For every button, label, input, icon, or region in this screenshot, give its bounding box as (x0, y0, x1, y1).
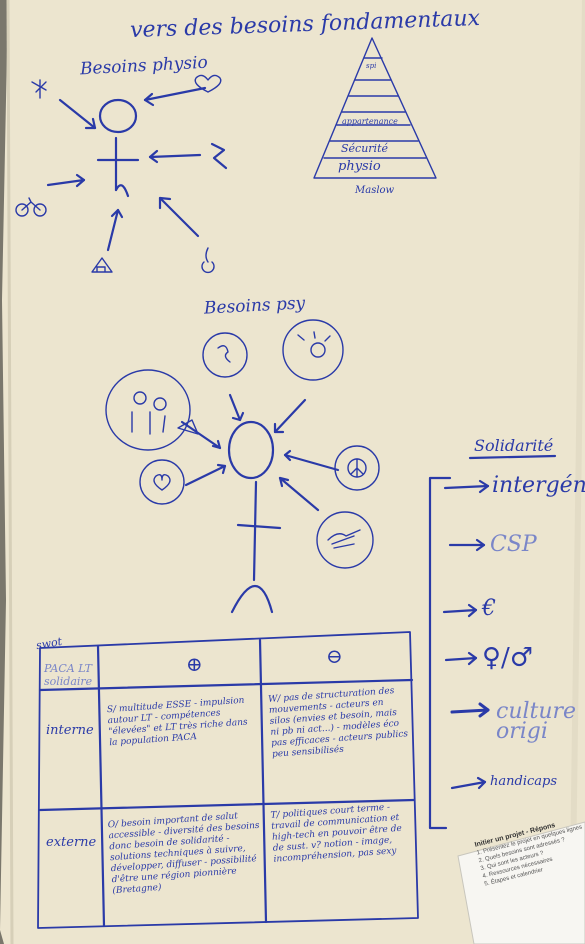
maslow-pyramid (313, 37, 437, 179)
heart-icon (194, 74, 222, 93)
solidarite-item: € (482, 596, 496, 621)
solidarite-item: intergén (492, 473, 585, 498)
bike-icon (15, 203, 29, 217)
pyramid-level: spi (366, 62, 377, 70)
swot-opportunities: O/ besoin important de salut accessible … (107, 811, 260, 897)
solidarite-item: CSP (490, 532, 537, 557)
food-icon (31, 79, 47, 99)
love-bubble (139, 459, 185, 505)
solidarite-heading: Solidarité (474, 436, 554, 455)
psy-bubbles (105, 319, 380, 569)
drop-icon (201, 247, 215, 274)
swot-row-externe: externe (46, 835, 97, 850)
hand-bubble (316, 511, 374, 569)
swot-row-interne: interne (46, 723, 94, 738)
pyramid-level: Sécurité (341, 142, 388, 155)
bolt-icon (210, 142, 228, 170)
solidarite-item: culture origi (496, 699, 577, 744)
swot-threats: T/ politiques court terme - travail de c… (270, 802, 403, 865)
swot-grid (37, 631, 419, 929)
physio-icons (15, 74, 228, 274)
printed-sheet (457, 821, 585, 944)
swot-minus: ⊖ (326, 644, 343, 668)
psy-figure (180, 393, 340, 614)
lightbulb-bubble (282, 319, 344, 381)
swot-corner: PACA LT solidaire (44, 662, 93, 688)
solidarite-item: ♀/♂ (482, 643, 534, 673)
pyramid-level: physio (338, 159, 381, 174)
pyramid-caption: Maslow (355, 185, 395, 196)
solidarite-bracket (428, 454, 557, 830)
family-bubble (105, 369, 191, 451)
physio-figure (46, 86, 207, 252)
peace-bubble (334, 445, 380, 491)
swot-plus: ⊕ (186, 652, 203, 676)
thinking-bubble (202, 332, 248, 378)
house-icon (91, 257, 113, 273)
swot-weaknesses: W/ pas de structuration des mouvements -… (267, 686, 409, 760)
solidarite-item: handicaps (490, 774, 557, 789)
pyramid-level: appartenance (342, 117, 398, 126)
